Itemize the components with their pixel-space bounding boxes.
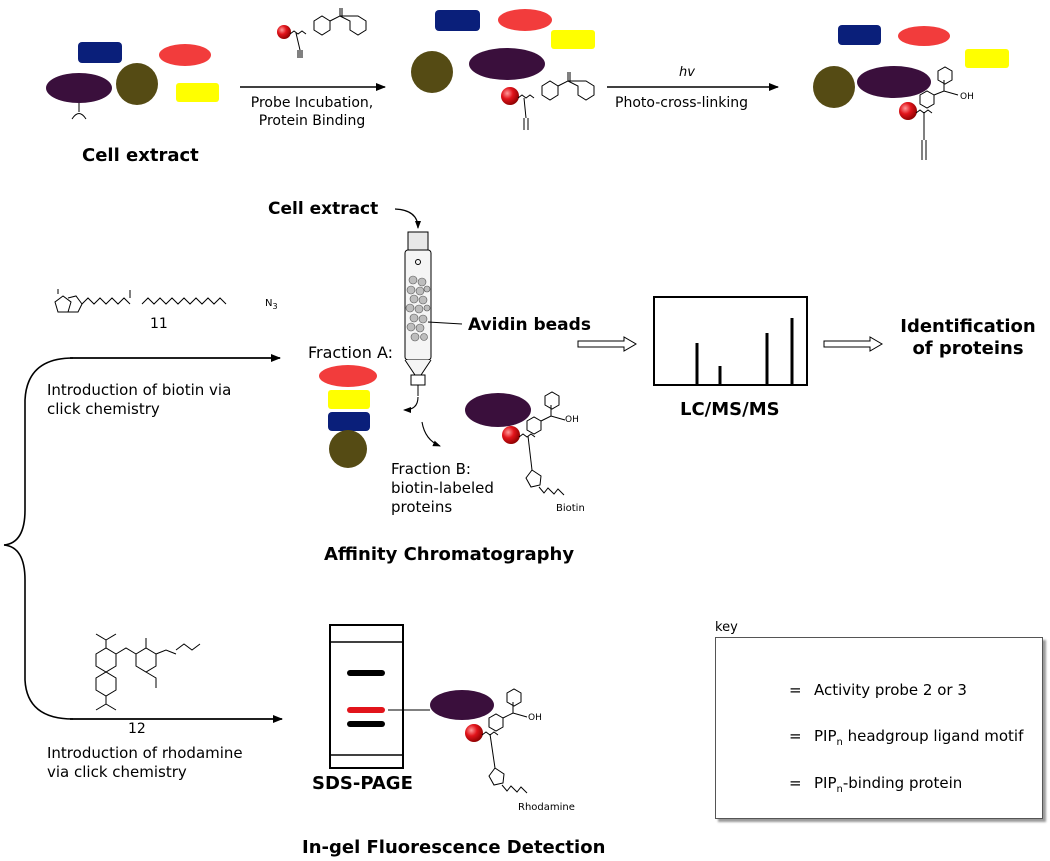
rhodamine-labeled-structure (430, 688, 528, 794)
sds-page-gel (329, 624, 404, 769)
olive-protein (411, 51, 453, 93)
compound-11-label: 11 (150, 316, 168, 332)
red-protein (159, 44, 211, 66)
key-eq-2: = (789, 727, 802, 745)
olive-protein (116, 63, 158, 105)
intro-biotin-label: Introduction of biotin via click chemist… (47, 381, 231, 419)
key-eq-3: = (789, 774, 802, 792)
rhodamine-azide-structure (95, 633, 201, 711)
red-protein (319, 365, 377, 387)
lcms-spectrum-box (653, 296, 808, 386)
compound-12-label: 12 (128, 721, 146, 737)
key-item2-pip: PIP (814, 727, 837, 745)
branch-brace (3, 357, 74, 720)
key-item-activity-probe: Activity probe 2 or 3 (814, 681, 967, 699)
hv-label: hv (679, 65, 695, 80)
protein-anchor-arc (71, 113, 87, 120)
fraction-b-line2: biotin-labeled (391, 479, 494, 497)
fraction-b-line3: proteins (391, 498, 453, 516)
red-protein (498, 9, 552, 31)
key-box (715, 637, 1043, 819)
purple-protein (469, 48, 545, 80)
identification-line1: Identification (900, 316, 1036, 337)
avidin-beads-label: Avidin beads (468, 315, 591, 335)
fraction-b-structure (465, 391, 566, 496)
crosslinked-proteins (813, 25, 1009, 160)
intro-rhodamine-line2: via click chemistry (47, 763, 187, 781)
key-item-headgroup: PIPn headgroup ligand motif (814, 727, 1023, 752)
probe-ball (899, 102, 917, 120)
oh-label-bottom: OH (528, 713, 542, 723)
oh-label-middle: OH (565, 415, 579, 425)
yellow-protein (551, 30, 595, 49)
biotin-label: Biotin (556, 503, 585, 514)
intro-rhodamine-label: Introduction of rhodamine via click chem… (47, 744, 243, 782)
purple-protein (857, 66, 931, 98)
azide-label: N3 (265, 298, 278, 313)
activity-probe-structure-top (277, 8, 367, 58)
sds-page-label: SDS-PAGE (312, 773, 413, 794)
identification-label: Identification of proteins (888, 316, 1048, 360)
key-item2-sub: n (836, 737, 843, 748)
purple-protein (46, 73, 112, 103)
key-item3-post: -binding protein (842, 774, 963, 792)
affinity-chromatography-label: Affinity Chromatography (324, 544, 575, 565)
fraction-b-line1: Fraction B: (391, 460, 471, 478)
key-title: key (715, 620, 738, 635)
biotin-azide-structure (54, 289, 227, 313)
azide-n: N (265, 298, 273, 309)
fraction-a-label: Fraction A: (308, 343, 394, 362)
lcms-label: LC/MS/MS (680, 399, 780, 420)
yellow-protein (328, 390, 370, 409)
open-arrow-to-lcms (577, 336, 637, 352)
key-item2-post: headgroup ligand motif (842, 727, 1024, 745)
azide-sub: 3 (272, 302, 278, 311)
intro-biotin-line1: Introduction of biotin via (47, 381, 232, 399)
olive-protein (329, 430, 367, 468)
avidin-pointer (427, 321, 463, 325)
cell-extract-label-column: Cell extract (268, 199, 379, 219)
yellow-protein (965, 49, 1009, 68)
cell-extract-label-top: Cell extract (82, 145, 199, 166)
probe-incubation-label: Probe Incubation, Protein Binding (236, 94, 388, 130)
oh-label-top: OH (960, 92, 974, 102)
rhodamine-label: Rhodamine (518, 802, 575, 813)
photo-crosslinking-label: Photo-cross-linking (615, 95, 749, 111)
navy-protein (435, 10, 480, 31)
cell-extract-arrow (394, 208, 421, 229)
red-protein (898, 26, 950, 46)
identification-line2: of proteins (912, 338, 1024, 359)
fraction-a-proteins (319, 365, 377, 468)
probe-ball (502, 426, 520, 444)
key-item-binding-protein: PIPn-binding protein (814, 774, 962, 799)
olive-protein (813, 66, 855, 108)
in-gel-detection-label: In-gel Fluorescence Detection (302, 837, 606, 858)
fraction-b-arrow (421, 421, 441, 447)
intro-biotin-line2: click chemistry (47, 400, 160, 418)
probe-incubation-line1: Probe Incubation, (250, 95, 374, 111)
fraction-a-arrow (403, 396, 419, 413)
intro-rhodamine-line1: Introduction of rhodamine (47, 744, 243, 762)
cell-extract-proteins-top (46, 42, 219, 120)
navy-protein (838, 25, 881, 45)
probe-bound-proteins (411, 9, 595, 130)
open-arrow-to-identification (823, 336, 883, 352)
navy-protein (78, 42, 122, 63)
fraction-b-label: Fraction B: biotin-labeled proteins (391, 460, 494, 517)
probe-ball (465, 724, 483, 742)
probe-ball (501, 87, 519, 105)
key-eq-1: = (789, 681, 802, 699)
yellow-protein (176, 83, 219, 102)
chromatography-column (404, 231, 432, 396)
probe-incubation-line2: Protein Binding (258, 113, 366, 129)
key-item3-pip: PIP (814, 774, 837, 792)
navy-protein (328, 412, 370, 431)
key-item3-sub: n (836, 784, 843, 795)
purple-protein (465, 393, 531, 427)
purple-protein (430, 690, 494, 720)
